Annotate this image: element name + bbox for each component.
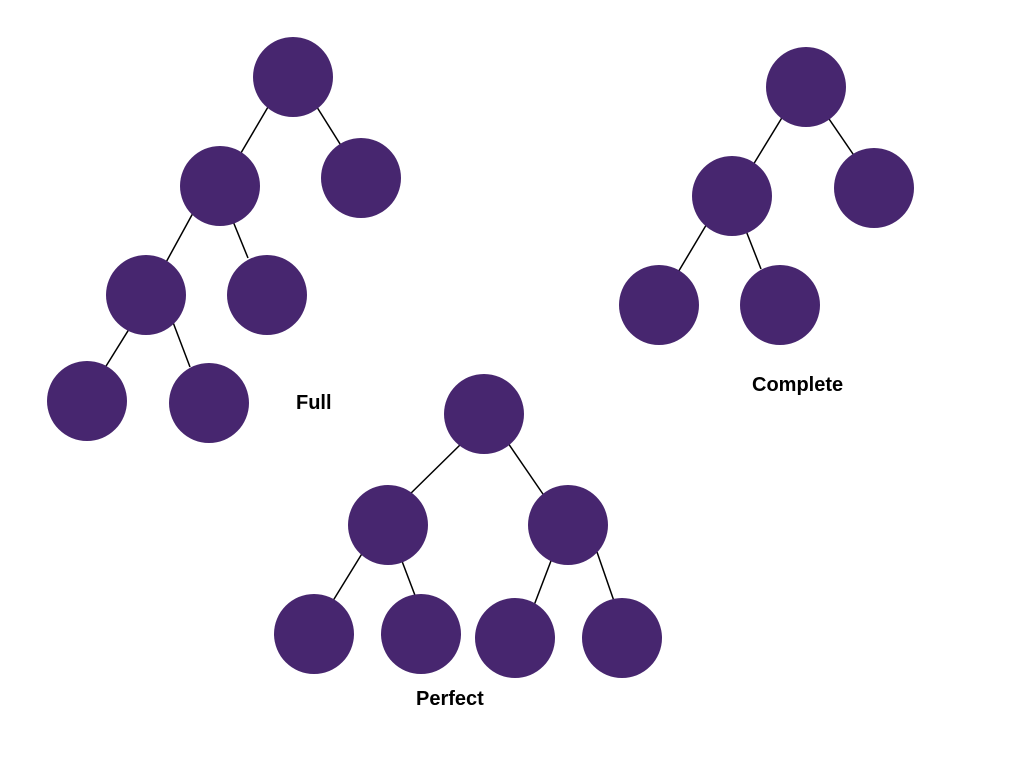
complete-label: Complete (752, 374, 843, 396)
full-edge-l1-left (163, 212, 194, 267)
perfect-node-right-left (475, 598, 555, 678)
complete-tree: Complete (619, 47, 914, 396)
full-node-left-left-left (47, 361, 127, 441)
perfect-node-left-left (274, 594, 354, 674)
full-node-left-left (106, 255, 186, 335)
perfect-node-left-right (381, 594, 461, 674)
complete-node-left-right (740, 265, 820, 345)
full-label: Full (296, 392, 332, 414)
complete-edge-root-left (749, 115, 784, 171)
perfect-node-right (528, 485, 608, 565)
perfect-edge-root-left (404, 442, 463, 500)
complete-node-root (766, 47, 846, 127)
perfect-node-right-right (582, 598, 662, 678)
perfect-edge-r-left (532, 552, 555, 609)
perfect-node-left (348, 485, 428, 565)
perfect-edge-root-right (507, 442, 546, 498)
full-tree: Full (47, 37, 401, 443)
perfect-node-root (444, 374, 524, 454)
full-edge-l2-right (170, 316, 191, 368)
full-node-left-right (227, 255, 307, 335)
full-node-left (180, 146, 260, 226)
perfect-label: Perfect (416, 688, 484, 710)
full-node-root (253, 37, 333, 117)
perfect-edge-r-right (596, 551, 616, 605)
full-edge-root-left (237, 106, 269, 159)
complete-edge-l1-left (676, 221, 709, 275)
complete-node-left (692, 156, 772, 236)
full-node-right (321, 138, 401, 218)
full-node-left-left-right (169, 363, 249, 443)
complete-node-left-left (619, 265, 699, 345)
perfect-edge-l-left (330, 551, 364, 605)
complete-node-right (834, 148, 914, 228)
perfect-tree: Perfect (274, 374, 662, 710)
